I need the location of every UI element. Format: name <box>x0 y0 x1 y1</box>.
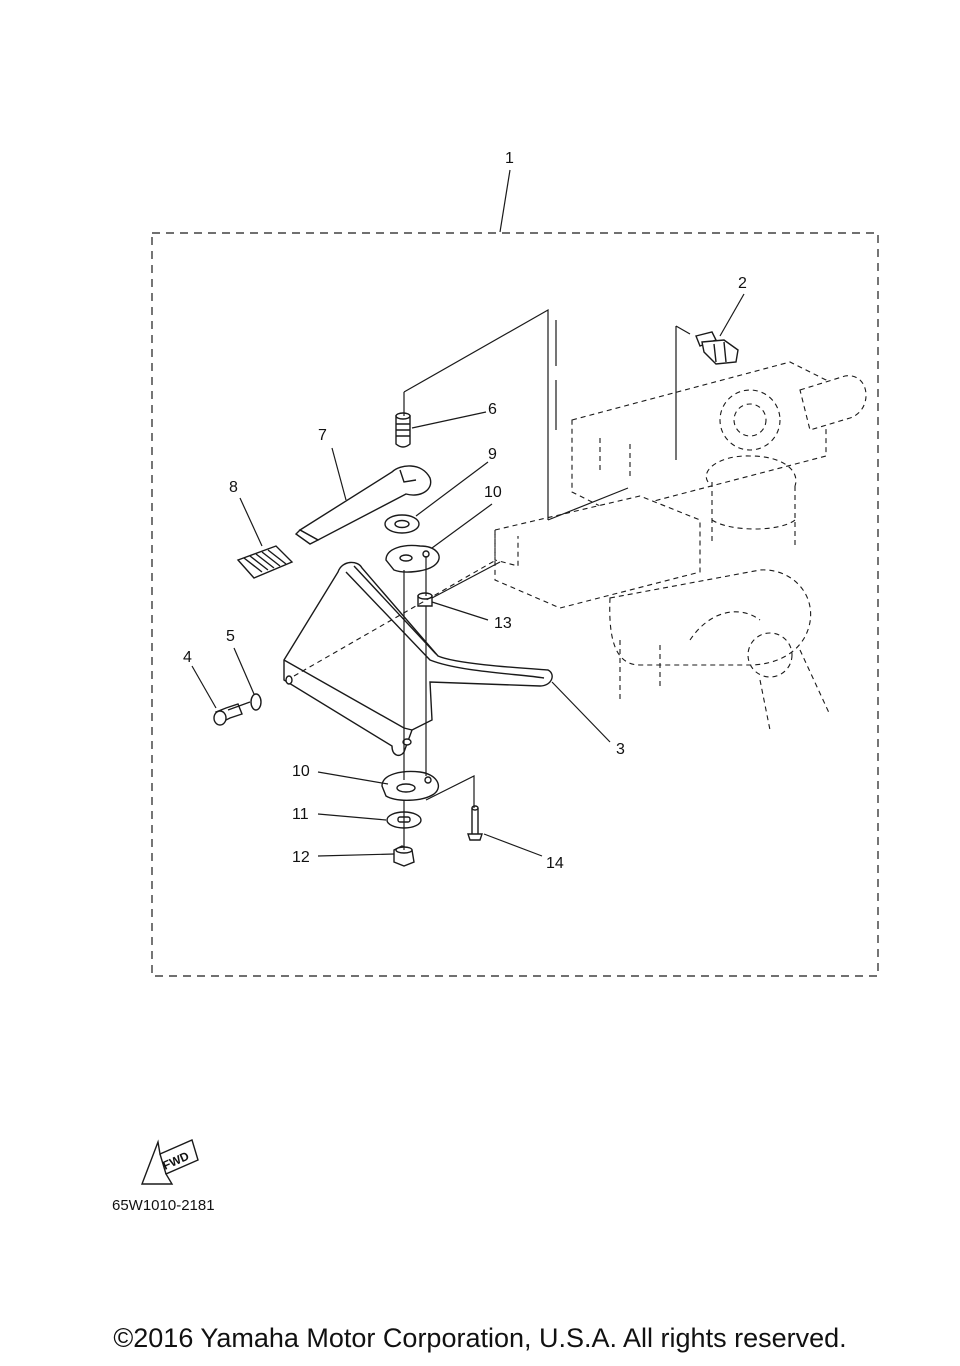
assembly-boundary <box>151 232 879 977</box>
callout-10-upper: 10 <box>484 484 502 501</box>
assembly-lines <box>227 308 691 850</box>
callout-4: 4 <box>183 649 192 666</box>
callout-2: 2 <box>738 275 747 292</box>
part-6-pin <box>395 412 411 448</box>
callout-14: 14 <box>546 855 564 872</box>
fwd-arrow-icon: FWD <box>140 1139 199 1185</box>
part-4-bolt <box>213 703 243 726</box>
callout-5: 5 <box>226 628 235 645</box>
callout-12: 12 <box>292 849 310 866</box>
part-10-plate-upper <box>385 544 440 573</box>
callout-10-lower: 10 <box>292 763 310 780</box>
callout-11: 11 <box>292 806 309 823</box>
callout-3: 3 <box>616 741 625 758</box>
callout-13: 13 <box>494 615 512 632</box>
part-5-lock-washer <box>250 693 262 711</box>
callout-9: 9 <box>488 446 497 463</box>
catalog-code: 65W1010-2181 <box>112 1197 215 1214</box>
leader-lines <box>191 169 745 857</box>
part-3-bracket <box>283 561 553 757</box>
callout-1: 1 <box>505 150 514 167</box>
callout-6: 6 <box>488 401 497 418</box>
callout-labels: 1 2 3 4 5 6 7 8 9 10 10 11 12 13 14 <box>183 150 747 872</box>
part-7-lever <box>294 465 432 545</box>
callout-7: 7 <box>318 427 327 444</box>
part-14-screw <box>467 805 483 841</box>
part-9-washer <box>384 514 420 534</box>
part-10-plate-lower <box>381 770 439 801</box>
copyright-notice: ©2016 Yamaha Motor Corporation, U.S.A. A… <box>113 1323 847 1353</box>
callout-8: 8 <box>229 479 238 496</box>
part-8-grip <box>236 545 294 579</box>
engine-housing-ghost <box>494 361 867 731</box>
part-2-grease-nipple <box>695 331 739 365</box>
